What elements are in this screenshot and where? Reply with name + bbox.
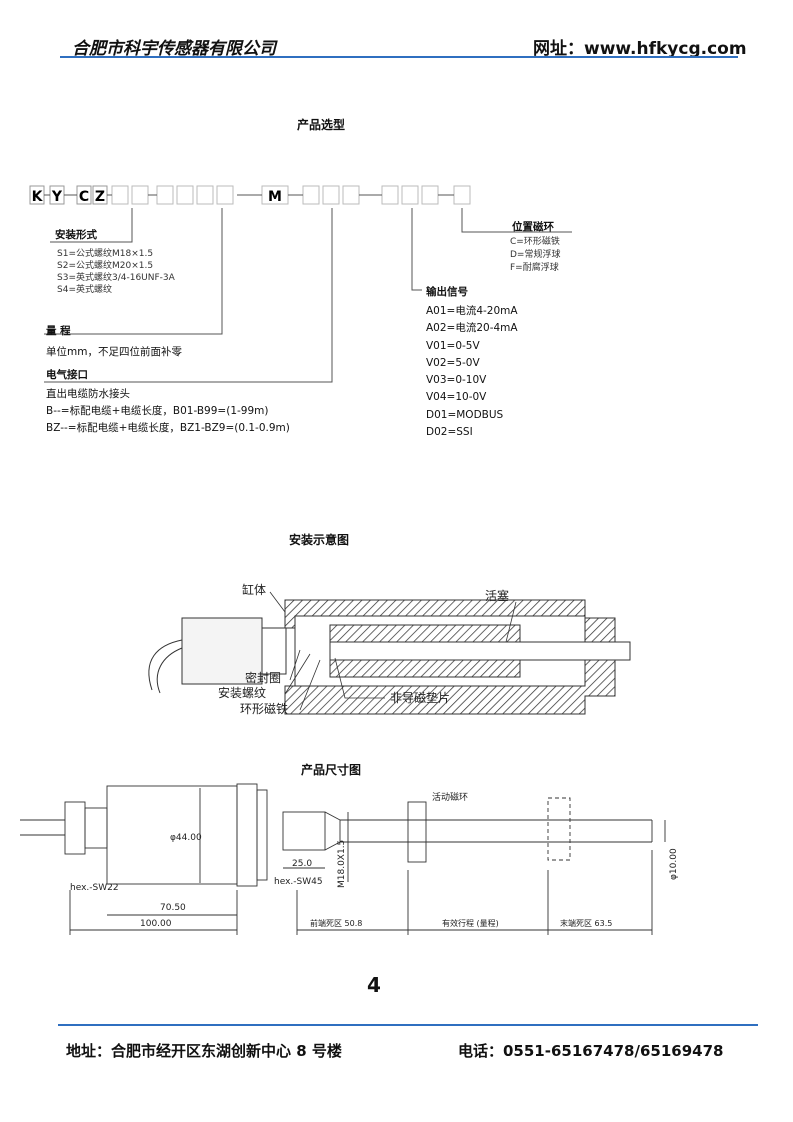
- output-option: V01=0-5V: [426, 339, 480, 352]
- magnet-label: 位置磁环: [512, 221, 554, 233]
- label-piston: 活塞: [485, 588, 509, 603]
- output-option: D02=SSI: [426, 426, 473, 439]
- code-z: Z: [95, 189, 105, 205]
- electrical-options: 直出电缆防水接头 B--=标配电缆+电缆长度，B01-B99=(1-99m) B…: [46, 386, 290, 437]
- electrical-option: BZ--=标配电缆+电缆长度，BZ1-BZ9=(0.1-0.9m): [46, 422, 290, 434]
- mount-label: 安装形式: [55, 229, 97, 241]
- dim-70: 70.50: [160, 903, 186, 913]
- output-option: V03=0-10V: [426, 374, 487, 387]
- footer-address: 地址：合肥市经开区东湖创新中心 8 号楼: [66, 1042, 342, 1060]
- range-desc: 单位mm，不足四位前面补零: [46, 346, 182, 358]
- header-rule: [60, 56, 738, 58]
- label-cylinder: 缸体: [242, 582, 266, 597]
- page-number: 4: [367, 973, 381, 997]
- electrical-label: 电气接口: [46, 369, 88, 381]
- website: 网址：www.hfkycg.com: [533, 39, 747, 59]
- code-m: M: [268, 189, 282, 205]
- range-label: 量 程: [46, 325, 71, 337]
- dim-25: 25.0: [292, 859, 312, 869]
- dimensions-title: 产品尺寸图: [301, 763, 362, 777]
- footer-phone: 电话：0551-65167478/65169478: [458, 1042, 724, 1060]
- electrical-option: 直出电缆防水接头: [46, 388, 130, 400]
- mount-option: S4=英式螺纹: [57, 285, 112, 295]
- output-option: V02=5-0V: [426, 356, 480, 369]
- dim-dia10: φ10.00: [669, 848, 679, 880]
- install-diagram: 缸体 活塞 密封圈 安装螺纹 环形磁铁 非导磁垫片: [148, 582, 631, 716]
- model-code-diagram: K Y C Z M: [29, 185, 572, 383]
- dim-m18: M18.0X1.5: [337, 840, 347, 888]
- mount-options: S1=公式螺纹M18×1.5 S2=公式螺纹M20×1.5 S3=英式螺纹3/4…: [57, 248, 175, 296]
- dim-front: 前端死区 50.8: [310, 918, 362, 928]
- dim-hex22: hex.-SW22: [70, 883, 119, 893]
- mount-option: S3=英式螺纹3/4-16UNF-3A: [57, 273, 175, 283]
- mount-option: S1=公式螺纹M18×1.5: [57, 249, 154, 259]
- magnet-option: F=耐腐浮球: [510, 263, 559, 273]
- company-name: 合肥市科宇传感器有限公司: [72, 39, 276, 59]
- output-options: A01=电流4-20mA A02=电流20-4mA V01=0-5V V02=5…: [426, 303, 518, 441]
- label-seal: 密封圈: [245, 670, 281, 685]
- magnet-options: C=环形磁铁 D=常规浮球 F=耐腐浮球: [510, 236, 560, 275]
- selection-title: 产品选型: [297, 118, 346, 132]
- code-k: K: [32, 189, 44, 205]
- dim-end: 末端死区 63.5: [560, 918, 612, 928]
- code-y: Y: [51, 189, 63, 205]
- label-thread: 安装螺纹: [218, 685, 266, 700]
- output-option: A01=电流4-20mA: [426, 305, 518, 317]
- label-spacer: 非导磁垫片: [390, 690, 450, 705]
- magnet-option: C=环形磁铁: [510, 237, 560, 247]
- output-option: A02=电流20-4mA: [426, 322, 518, 335]
- electrical-option: B--=标配电缆+电缆长度，B01-B99=(1-99m): [46, 405, 269, 417]
- code-c: C: [79, 189, 89, 205]
- dim-hex45: hex.-SW45: [274, 877, 323, 887]
- dim-stroke: 有效行程 (量程): [442, 918, 499, 928]
- mount-option: S2=公式螺纹M20×1.5: [57, 261, 154, 271]
- install-title: 安装示意图: [289, 533, 350, 547]
- magnet-option: D=常规浮球: [510, 250, 561, 260]
- dim-100: 100.00: [140, 919, 172, 929]
- label-ring: 环形磁铁: [240, 701, 288, 716]
- output-option: V04=10-0V: [426, 391, 487, 404]
- dim-dia44: φ44.00: [170, 833, 202, 843]
- dim-ring: 活动磁环: [432, 791, 468, 803]
- output-label: 输出信号: [426, 286, 468, 298]
- dimension-drawing: φ44.00 活动磁环 hex.-SW22 hex.-SW45 25.0 M18…: [20, 783, 679, 935]
- footer-rule: [58, 1024, 758, 1026]
- output-option: D01=MODBUS: [426, 408, 504, 421]
